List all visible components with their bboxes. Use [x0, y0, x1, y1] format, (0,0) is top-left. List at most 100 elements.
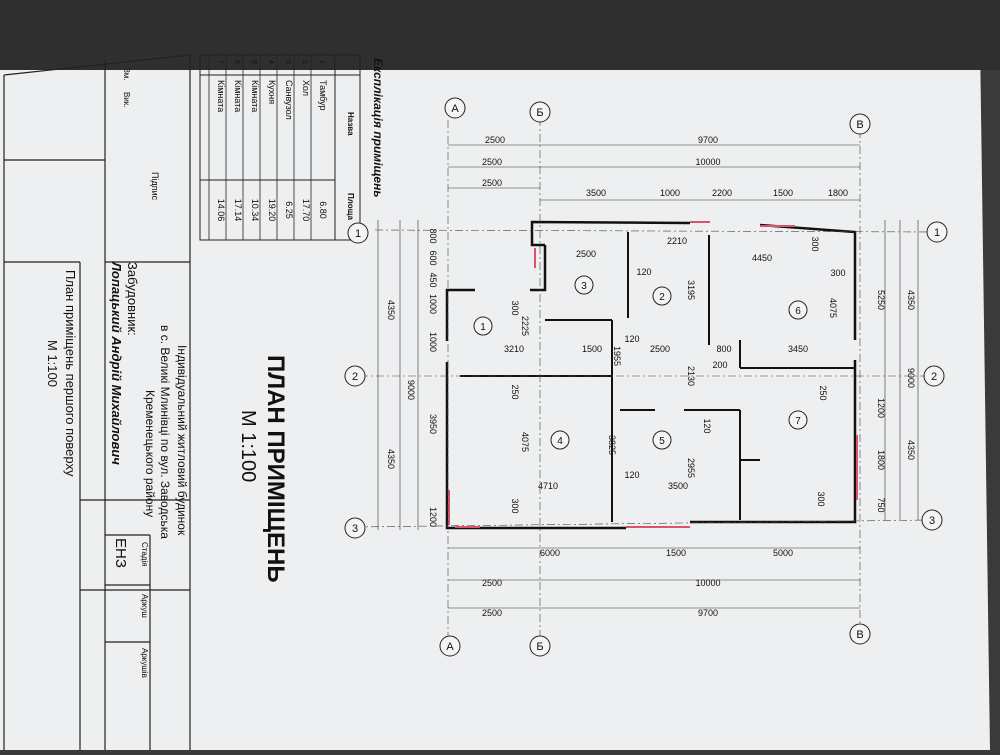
explication-row-area: 17.14	[233, 199, 243, 222]
dimension-inner: 800	[716, 344, 731, 354]
dimension-left: 4350	[386, 300, 396, 320]
sheets-label: Аркушів	[140, 648, 149, 678]
axis-label-number: 2	[931, 371, 937, 383]
axis-bubble-letter	[849, 113, 871, 135]
dimension-inner: 2500	[650, 344, 670, 354]
axis-label-number: 3	[929, 515, 935, 527]
dimension-inner: 2225	[520, 316, 530, 336]
dimension-top: 2200	[712, 188, 732, 198]
dimension-top: 2500	[482, 178, 502, 188]
dimension-right: 750	[876, 497, 886, 512]
project-line-1: Індивідуальний житловий будинок	[175, 345, 189, 536]
dimension-left: 4350	[386, 449, 396, 469]
room-number-label: 6	[795, 306, 801, 317]
dimension-bottom: 5000	[773, 548, 793, 558]
axis-label-letter: Б	[536, 641, 543, 653]
axis-bubble-letter	[439, 635, 461, 657]
dimension-left: 600	[428, 250, 438, 265]
dimension-inner: 2210	[667, 236, 687, 246]
axis-label-letter: В	[856, 629, 863, 641]
dimension-inner: 300	[510, 300, 520, 315]
dimension-inner: 1500	[582, 344, 602, 354]
dimension-left: 9000	[406, 380, 416, 400]
dimension-inner: 300	[830, 268, 845, 278]
dimension-inner: 4075	[828, 298, 838, 318]
dimension-inner: 200	[712, 360, 727, 370]
dimension-bottom: 9700	[698, 608, 718, 618]
dimension-inner: 1955	[612, 346, 622, 366]
axis-bubble-number	[921, 509, 943, 531]
side-label-2: Вик.	[122, 92, 131, 108]
explication-title: Експлікація приміщень	[371, 58, 385, 197]
dimension-inner: 250	[510, 384, 520, 399]
axis-bubble-number	[347, 222, 369, 244]
dimension-inner: 2500	[576, 249, 596, 259]
sheet-title: План приміщень першого поверху	[63, 270, 78, 477]
dimension-inner: 3825	[607, 435, 617, 455]
axis-label-letter: А	[451, 103, 459, 115]
stage-label: Стадія	[140, 542, 149, 567]
axis-label-letter: Б	[536, 107, 543, 119]
explication-row-name: Санвузол	[284, 80, 294, 120]
walls	[445, 220, 857, 530]
dimension-inner: 2955	[686, 458, 696, 478]
explication-row-area: 6.25	[284, 201, 294, 219]
explication-row-name: Кімната	[250, 80, 260, 112]
dimension-top: 1800	[828, 188, 848, 198]
room-number-label: 1	[480, 322, 486, 333]
developer-name: Лопацький Андрій Михайлович	[109, 261, 124, 465]
dimension-inner: 2130	[686, 366, 696, 386]
room-number-circle	[574, 275, 594, 295]
room-number-circle	[652, 286, 672, 306]
dimension-right: 9000	[906, 368, 916, 388]
room-number-circle	[652, 430, 672, 450]
explication-row-area: 10.34	[250, 199, 260, 222]
dimension-inner: 300	[510, 498, 520, 513]
room-number-label: 5	[659, 436, 665, 447]
explication-row-no: 7	[216, 60, 223, 64]
dimension-right: 4350	[906, 440, 916, 460]
dimension-inner: 300	[810, 236, 820, 251]
room-number-label: 2	[659, 292, 665, 303]
room-number-circle	[550, 430, 570, 450]
dimension-top: 9700	[698, 135, 718, 145]
project-line-2: в с. Великі Млинівці по вул. Заводська	[158, 325, 172, 539]
axis-bubble-number	[344, 517, 366, 539]
explication-row-name: Тамбур	[318, 80, 328, 111]
axis-bubble-number	[923, 365, 945, 387]
explication-row-no: 2	[301, 60, 308, 64]
axis-bubble-number	[926, 221, 948, 243]
dimension-left: 450	[428, 272, 438, 287]
dimension-bottom: 2500	[482, 608, 502, 618]
dimension-top: 3500	[586, 188, 606, 198]
dimension-top: 2500	[482, 157, 502, 167]
axis-label-number: 1	[934, 227, 940, 239]
sheet-scale: М 1:100	[45, 340, 60, 387]
room-number-circle	[473, 316, 493, 336]
axis-bubble-letter	[529, 101, 551, 123]
dimension-left: 3950	[428, 414, 438, 434]
dimension-right: 1200	[876, 398, 886, 418]
axis-label-number: 2	[352, 371, 358, 383]
dimension-top: 1500	[773, 188, 793, 198]
signature-label: Підпис	[150, 172, 160, 201]
explication-header-name: Назва	[346, 112, 355, 136]
paper-sheet	[0, 40, 990, 750]
explication-table: 1Тамбур6.802Хол17.703Санвузол6.254Кухня1…	[199, 54, 385, 241]
dimension-inner: 120	[636, 267, 651, 277]
dimension-lines	[377, 144, 919, 609]
dimension-right: 1800	[876, 450, 886, 470]
plan-title: ПЛАН ПРИМІЩЕНЬ	[262, 355, 289, 583]
background-dark	[0, 0, 1000, 70]
dimension-inner: 3500	[668, 481, 688, 491]
dimension-inner: 120	[624, 334, 639, 344]
dimension-top: 10000	[695, 157, 720, 167]
dimension-inner: 300	[816, 491, 826, 506]
windows	[448, 221, 858, 528]
dimension-inner: 4450	[752, 253, 772, 263]
dimension-left: 1000	[428, 294, 438, 314]
dimension-inner: 3195	[686, 280, 696, 300]
developer-label: Забудовник:	[125, 262, 140, 336]
explication-row-area: 17.70	[301, 199, 311, 222]
